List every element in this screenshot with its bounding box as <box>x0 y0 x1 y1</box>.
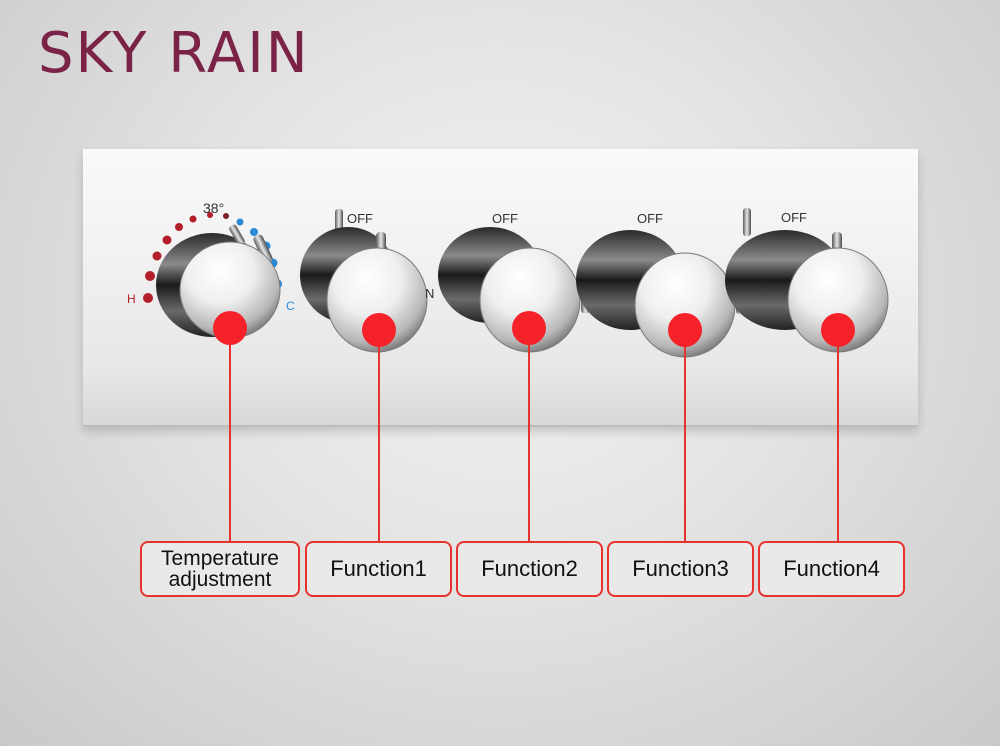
valve1-off-label: OFF <box>347 211 373 226</box>
valve1-on-fragment: N <box>425 286 434 301</box>
valve2-off-label: OFF <box>492 211 518 226</box>
callout-dots <box>213 311 855 347</box>
cold-mark: C <box>286 299 295 313</box>
diverter-knob-icon[interactable] <box>300 209 428 353</box>
callout-function4: Function4 <box>758 541 905 597</box>
hot-mark: H <box>127 292 136 306</box>
thermostat-knob-icon[interactable] <box>143 212 282 339</box>
diverter-knob-icon[interactable] <box>438 227 581 353</box>
callout-lines <box>229 330 839 541</box>
callout-function2: Function2 <box>456 541 603 597</box>
diverter-knob-icon[interactable] <box>576 230 745 358</box>
callout-temperature-adjustment: Temperature adjustment <box>140 541 300 597</box>
temperature-label-line1: Temperature <box>161 547 279 570</box>
brand-logo-text: SKY RAIN <box>38 21 310 86</box>
callout-function3: Function3 <box>607 541 754 597</box>
valve4-off-label: OFF <box>781 210 807 225</box>
diverter-knob-icon[interactable] <box>725 208 889 353</box>
temperature-value: 38° <box>203 200 224 216</box>
valve3-off-label: OFF <box>637 211 663 226</box>
callout-function1: Function1 <box>305 541 452 597</box>
temperature-label-line2: adjustment <box>168 568 272 591</box>
